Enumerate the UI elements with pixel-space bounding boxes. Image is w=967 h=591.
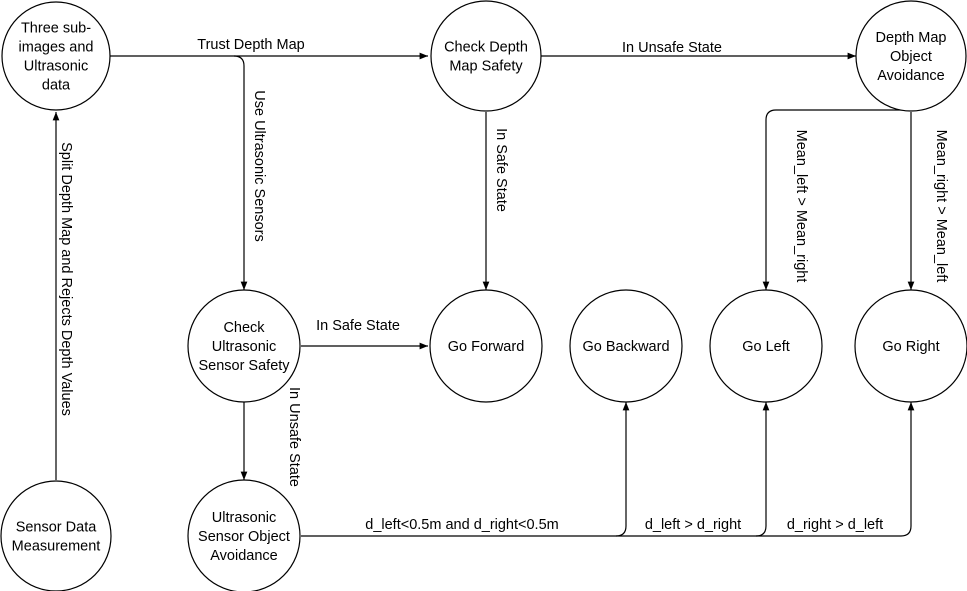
edge-use-ultrasonic xyxy=(233,55,248,290)
node-label-line: Go Backward xyxy=(582,339,669,355)
node-label-line: Go Forward xyxy=(448,339,525,355)
label-use-ultrasonic: Use Ultrasonic Sensors xyxy=(251,90,267,242)
edge-mean-left xyxy=(762,109,911,290)
node-label-line: Ultrasonic xyxy=(212,339,276,355)
label-mean-right: Mean_right > Mean_left xyxy=(933,130,949,283)
node-label-line: Ultrasonic xyxy=(212,510,276,526)
node-label-line: Map Safety xyxy=(449,59,523,75)
edge-both-close xyxy=(301,402,630,537)
node-label-line: Go Right xyxy=(882,339,939,355)
node-go-forward: Go Forward xyxy=(429,289,543,403)
node-label-line: Check xyxy=(223,320,265,336)
label-depth-unsafe: In Unsafe State xyxy=(622,40,722,56)
node-label-line: Measurement xyxy=(12,539,101,555)
node-go-right: Go Right xyxy=(854,289,967,403)
node-label-line: Avoidance xyxy=(210,548,277,564)
label-us-unsafe: In Unsafe State xyxy=(286,387,302,487)
node-go-left: Go Left xyxy=(709,289,823,403)
edge-dleft-gt xyxy=(616,402,770,537)
node-label-line: Sensor Object xyxy=(198,529,290,545)
node-label-line: Avoidance xyxy=(877,68,944,84)
node-label-line: Ultrasonic xyxy=(24,59,88,75)
label-mean-left: Mean_left > Mean_right xyxy=(793,130,809,283)
label-depth-safe: In Safe State xyxy=(493,128,509,212)
node-label-line: Three sub- xyxy=(21,21,91,37)
node-label-line: Check Depth xyxy=(444,40,528,56)
node-label-line: Object xyxy=(890,49,932,65)
label-both-close: d_left<0.5m and d_right<0.5m xyxy=(365,517,558,533)
node-label-line: Sensor Safety xyxy=(198,358,290,374)
label-trust-depth: Trust Depth Map xyxy=(197,37,304,53)
label-dright-gt: d_right > d_left xyxy=(787,517,883,533)
node-label-line: Sensor Data xyxy=(16,520,98,536)
node-go-backward: Go Backward xyxy=(569,289,683,403)
node-label-line: Go Left xyxy=(742,339,790,355)
label-us-safe: In Safe State xyxy=(316,318,400,334)
node-label-line: data xyxy=(42,78,71,94)
label-dleft-gt: d_left > d_right xyxy=(645,517,741,533)
node-label-line: images and xyxy=(19,40,94,56)
edge-dright-gt xyxy=(756,402,915,537)
label-split-depth: Split Depth Map and Rejects Depth Values xyxy=(58,142,74,416)
node-label-line: Depth Map xyxy=(876,30,947,46)
